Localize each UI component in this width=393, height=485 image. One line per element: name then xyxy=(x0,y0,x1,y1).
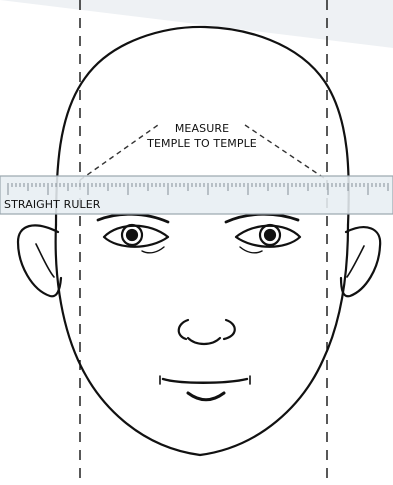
callout-line-2: TEMPLE TO TEMPLE xyxy=(146,137,257,150)
left-eyebrow xyxy=(98,214,168,222)
jaw-outline xyxy=(56,225,348,455)
nose-right-wing xyxy=(224,320,235,339)
right-ear-inner xyxy=(347,246,364,277)
face-drawing xyxy=(18,27,380,455)
ruler-label: STRAIGHT RULER xyxy=(4,198,101,211)
lower-lip xyxy=(188,393,224,400)
left-ear xyxy=(18,225,61,296)
right-eyebrow xyxy=(226,214,298,222)
nose-bottom xyxy=(188,338,220,344)
callout-right-diagonal xyxy=(245,125,327,180)
top-background-banner xyxy=(0,0,393,48)
mouth-line xyxy=(163,379,247,383)
left-ear-inner xyxy=(36,244,54,277)
nose-left-wing xyxy=(179,320,188,339)
callout-left-diagonal xyxy=(80,125,158,180)
right-lower-lid xyxy=(240,247,262,253)
left-lower-lid xyxy=(142,247,164,253)
right-pupil xyxy=(265,230,275,240)
callout-line-1: MEASURE xyxy=(175,122,229,135)
straight-ruler: STRAIGHT RULER xyxy=(0,176,393,214)
left-pupil xyxy=(127,230,137,240)
